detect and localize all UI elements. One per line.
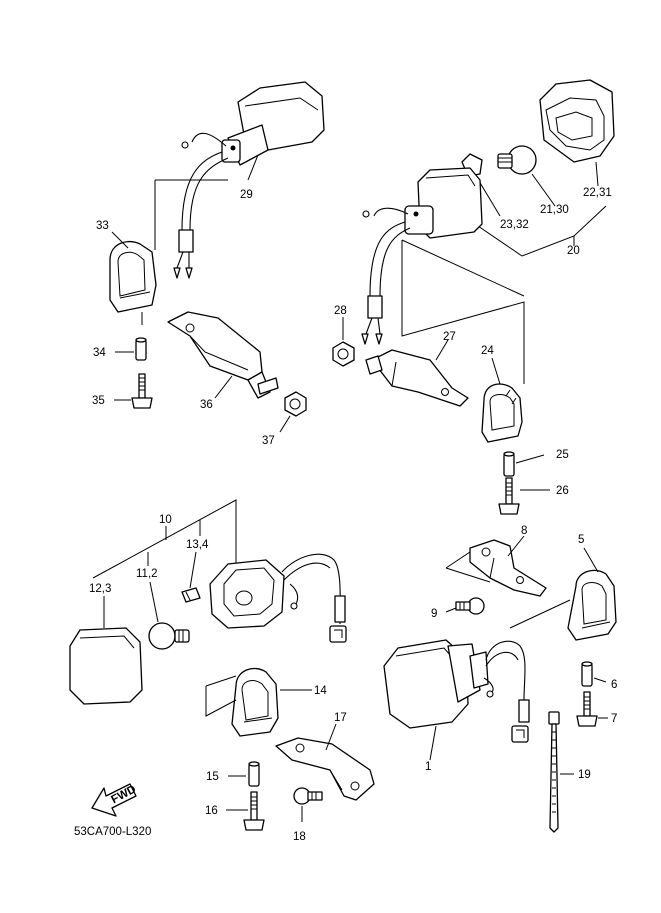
callout-35: 35 <box>92 395 105 407</box>
part-28-nut <box>332 341 355 367</box>
turn-signal-assembly-rear-right <box>332 79 615 515</box>
diagram-code: 53CA700-L320 <box>74 826 151 838</box>
part-37-nut <box>284 391 307 417</box>
part-9-bolt <box>455 597 485 615</box>
part-18-bolt <box>293 787 323 805</box>
part-34-collar <box>135 337 147 361</box>
callout-15: 15 <box>206 771 219 783</box>
callout-13-4: 13,4 <box>186 539 209 551</box>
callout-5: 5 <box>578 534 584 546</box>
callout-29: 29 <box>240 189 253 201</box>
callout-17: 17 <box>334 712 347 724</box>
part-6-collar <box>581 661 593 687</box>
callout-11-2: 11,2 <box>136 568 158 580</box>
part-12-lens <box>69 627 143 705</box>
part-22-lens <box>539 79 615 163</box>
callout-24: 24 <box>481 345 494 357</box>
part-13-socket <box>181 587 201 603</box>
callout-27: 27 <box>443 331 456 343</box>
part-17-bracket <box>275 737 375 801</box>
callout-1: 1 <box>425 761 431 773</box>
callout-19: 19 <box>578 769 591 781</box>
part-5-base <box>567 569 617 641</box>
callout-23-32: 23,32 <box>500 219 529 231</box>
part-1-turn-signal-light <box>383 639 530 743</box>
part-33-base <box>109 240 157 313</box>
callout-9: 9 <box>431 608 437 620</box>
part-36-bracket <box>167 311 279 399</box>
turn-signal-assembly-front-left <box>69 499 375 831</box>
callout-21-30: 21,30 <box>540 204 569 216</box>
callout-37: 37 <box>262 435 275 447</box>
callout-10: 10 <box>159 514 172 526</box>
part-16-bolt <box>243 791 265 831</box>
part-26-bolt <box>498 477 520 515</box>
callout-14: 14 <box>314 685 327 697</box>
callout-26: 26 <box>556 485 569 497</box>
callout-34: 34 <box>93 347 106 359</box>
part-21-bulb <box>497 145 537 175</box>
turn-signal-assembly-rear-left <box>109 81 325 433</box>
callout-7: 7 <box>611 713 617 725</box>
callout-18: 18 <box>293 831 306 843</box>
callout-6: 6 <box>611 679 617 691</box>
callout-22-31: 22,31 <box>583 187 612 199</box>
callout-labels: 29 33 34 35 36 37 22,31 21,30 23,32 20 2… <box>89 187 617 843</box>
callout-25: 25 <box>556 449 569 461</box>
callout-36: 36 <box>200 399 213 411</box>
callout-20: 20 <box>567 245 580 257</box>
part-20-turn-signal-light <box>361 167 483 345</box>
part-25-collar <box>503 451 515 477</box>
part-35-bolt <box>131 373 153 409</box>
fwd-arrow: FWD <box>91 783 138 817</box>
part-15-collar <box>248 761 260 787</box>
part-10-turn-signal-light <box>209 553 347 643</box>
part-14-base <box>231 667 279 737</box>
callout-28: 28 <box>334 305 347 317</box>
callout-12-3: 12,3 <box>89 583 111 595</box>
part-24-base <box>481 383 523 443</box>
part-7-bolt <box>576 691 598 727</box>
turn-signal-assembly-front-right <box>383 535 617 833</box>
part-27-bracket <box>365 349 469 407</box>
part-19-cable-tie <box>548 711 560 833</box>
callout-16: 16 <box>205 805 218 817</box>
callout-33: 33 <box>96 220 109 232</box>
part-11-bulb <box>148 622 190 650</box>
part-8-bracket <box>469 539 547 597</box>
callout-8: 8 <box>521 525 527 537</box>
